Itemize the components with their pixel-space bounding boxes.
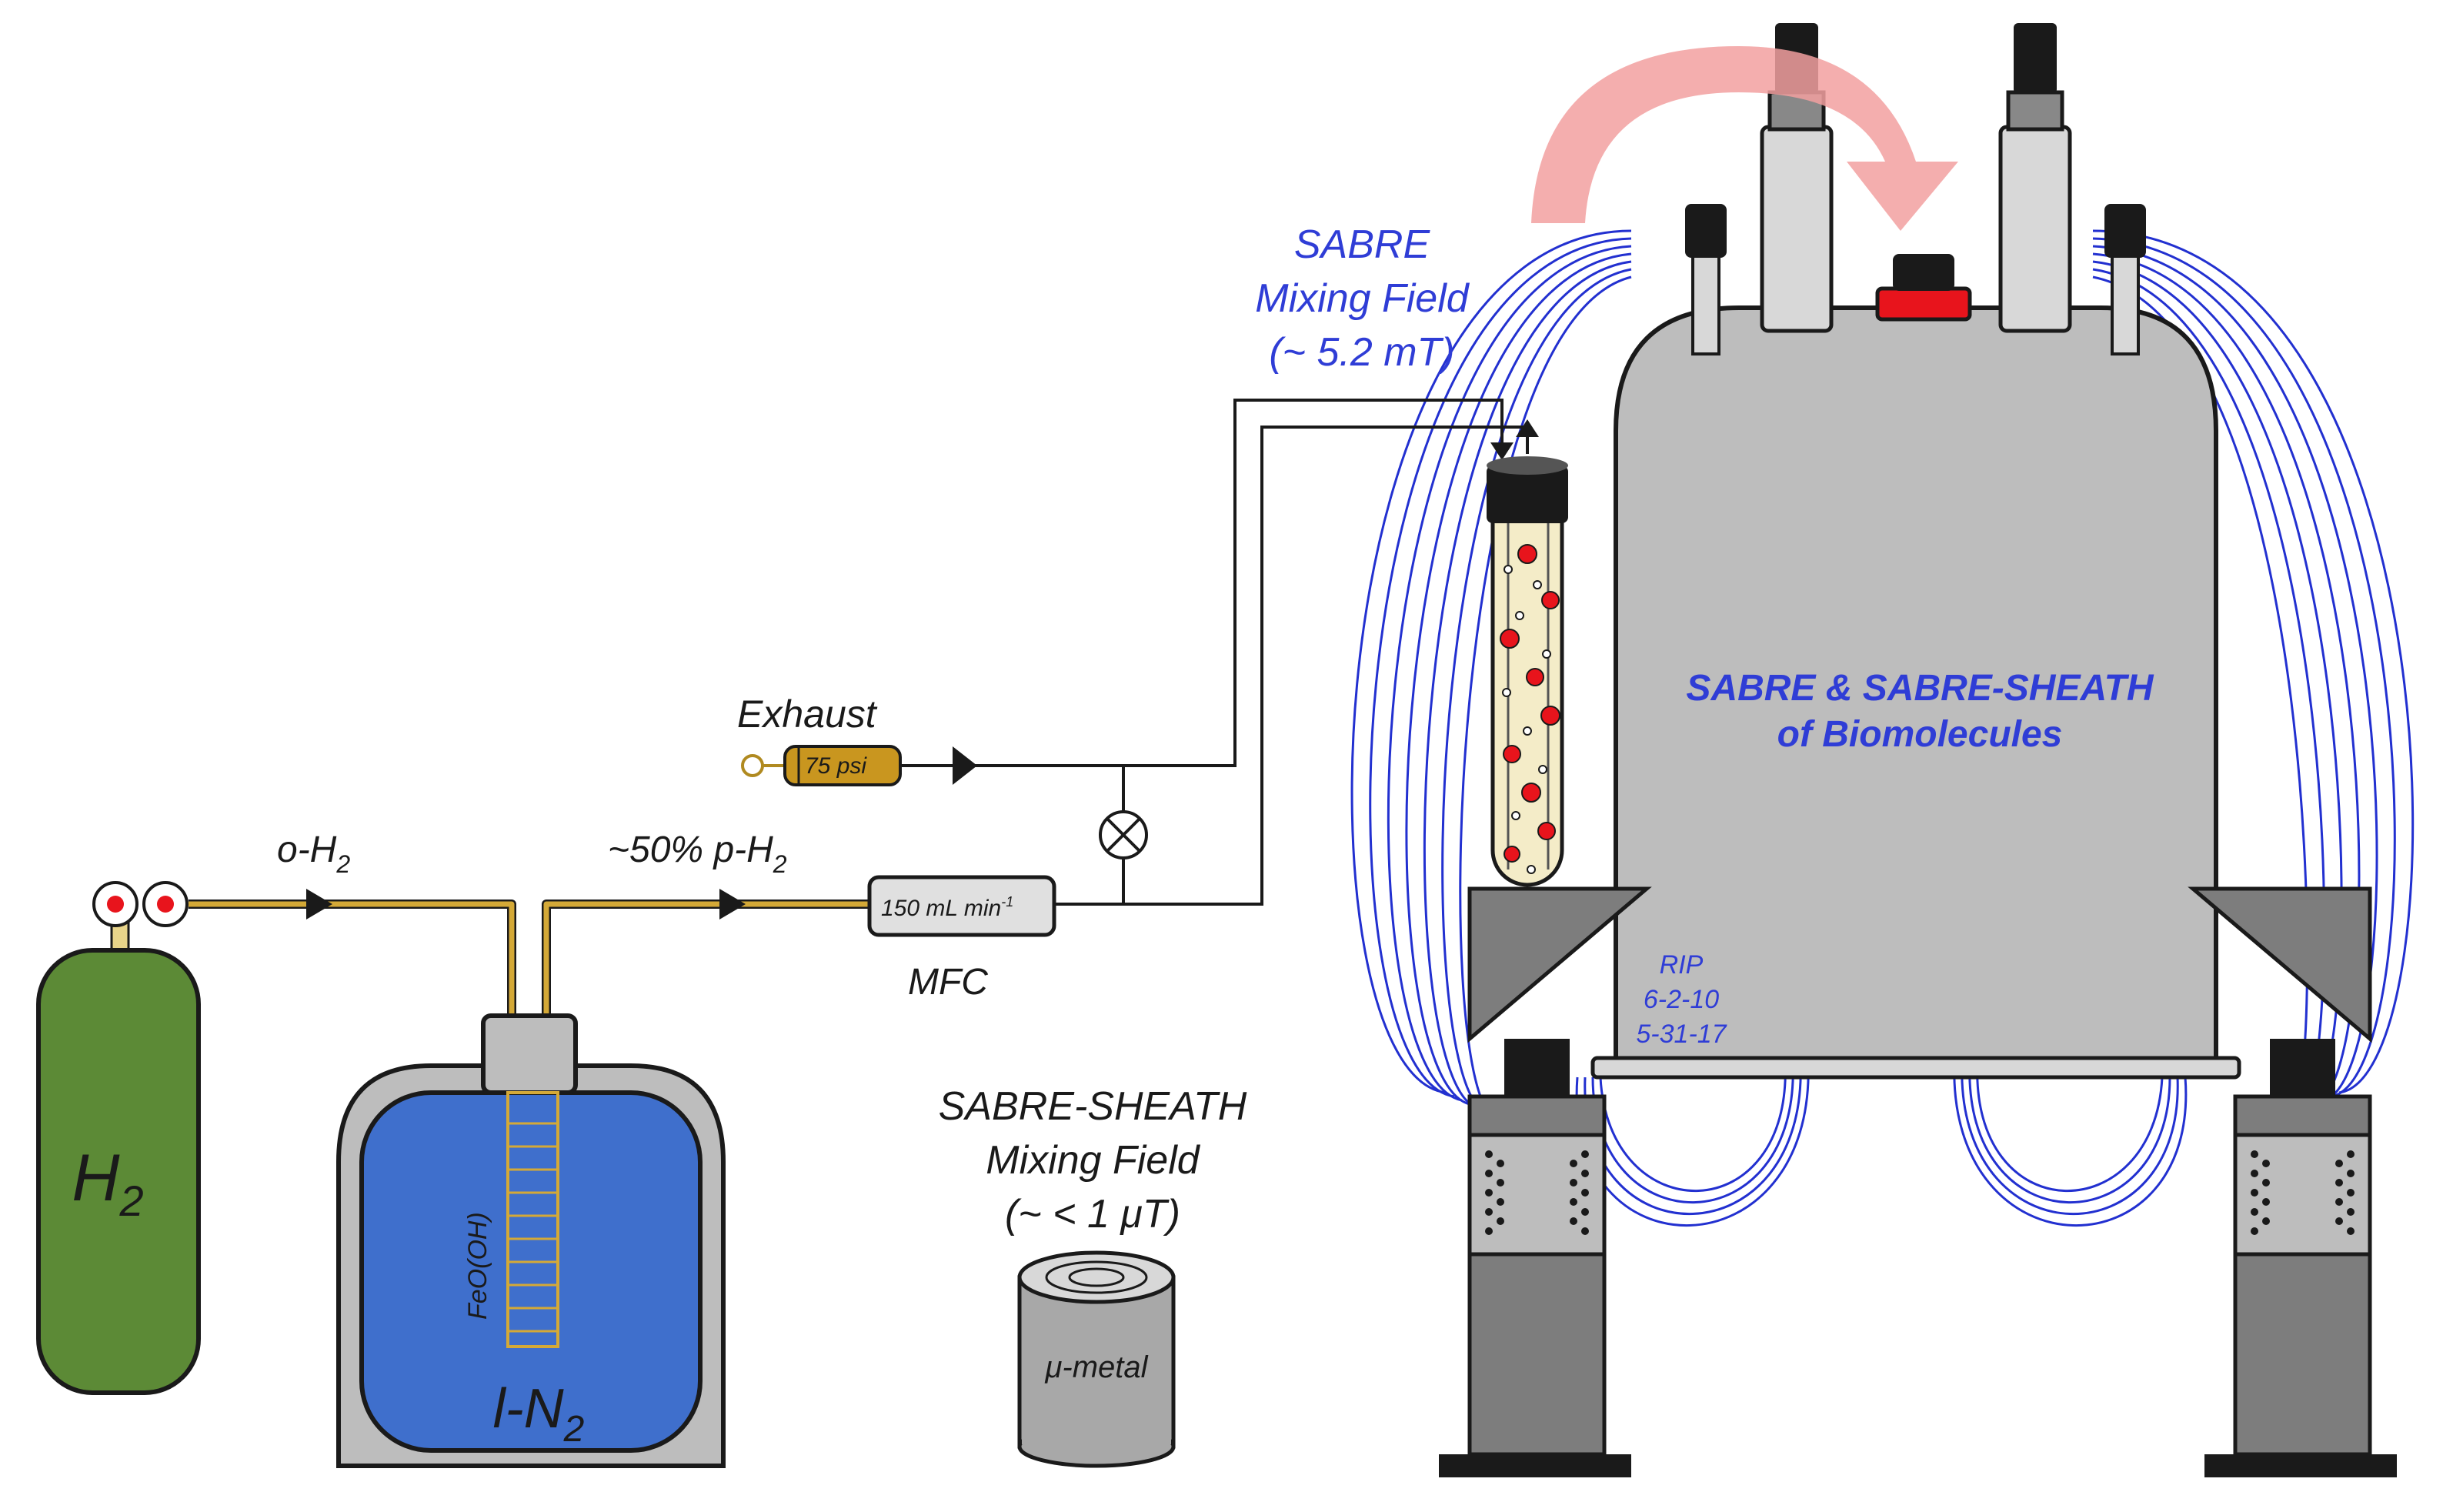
ln2-label: l-N2	[493, 1378, 585, 1450]
h2-tank-label: H2	[72, 1141, 143, 1225]
svg-text:SABRE: SABRE	[1294, 222, 1431, 267]
h2-gas-cylinder: H2	[36, 914, 201, 1395]
gas-tubing	[189, 900, 869, 1023]
svg-text:Mixing Field: Mixing Field	[1255, 276, 1470, 321]
rip-date-2: 5-31-17	[1636, 1020, 1727, 1049]
pressure-gauges	[92, 881, 189, 927]
p-h2-label: ~50% p-H2	[608, 829, 787, 878]
valve-psi-label: 75 psi	[805, 753, 867, 779]
tube-in-arrow-icon	[1490, 442, 1514, 460]
catalyst-particles	[1500, 544, 1560, 863]
nmr-magnet: SABRE & SABRE-SHEATH of Biomolecules RIP…	[1531, 23, 2241, 1080]
flow-arrow-icon	[306, 889, 332, 920]
mu-metal-label: μ-metal	[1044, 1350, 1148, 1384]
liquid-nitrogen-dewar: FeO(OH) l-N2	[336, 1013, 726, 1468]
mass-flow-controller: 150 mL min-1 MFC	[867, 875, 1056, 1003]
rip-date-1: 6-2-10	[1644, 985, 1719, 1014]
svg-text:SABRE-SHEATH: SABRE-SHEATH	[939, 1084, 1247, 1129]
sample-tube	[1487, 456, 1568, 887]
exhaust-arrow-icon	[953, 746, 977, 785]
magnet-stand-left	[1439, 886, 1652, 1477]
sabre-field-label: SABRE Mixing Field (~ 5.2 mT)	[1255, 222, 1470, 375]
tube-out-arrow-icon	[1516, 419, 1539, 437]
magnet-title: SABRE & SABRE-SHEATH	[1686, 668, 2154, 709]
magnetic-field-lines	[1350, 229, 2415, 1227]
exhaust-label: Exhaust	[737, 693, 878, 736]
svg-text:(~ 5.2 mT): (~ 5.2 mT)	[1269, 330, 1454, 375]
catalyst-label: FeO(OH)	[463, 1212, 492, 1320]
magnet-stand-right	[2188, 886, 2397, 1477]
back-pressure-regulator: 75 psi Exhaust	[737, 693, 902, 786]
rip-label: RIP	[1660, 950, 1704, 980]
mfc-label: MFC	[908, 962, 988, 1003]
mu-metal-shield: μ-metal	[1017, 1250, 1176, 1468]
mfc-flow-value: 150 mL min-1	[881, 894, 1013, 921]
svg-text:Mixing Field: Mixing Field	[986, 1138, 1200, 1183]
transfer-arrow-icon	[1531, 46, 1958, 231]
gas-lines	[900, 399, 1529, 906]
magnet-subtitle: of Biomolecules	[1777, 714, 2063, 755]
o-h2-label: o-H2	[277, 829, 350, 878]
flow-arrow-icon	[719, 889, 746, 920]
svg-text:(~ < 1 μT): (~ < 1 μT)	[1005, 1192, 1180, 1237]
sheath-field-label: SABRE-SHEATH Mixing Field (~ < 1 μT)	[939, 1084, 1247, 1237]
bypass-valve-icon	[1099, 810, 1148, 859]
